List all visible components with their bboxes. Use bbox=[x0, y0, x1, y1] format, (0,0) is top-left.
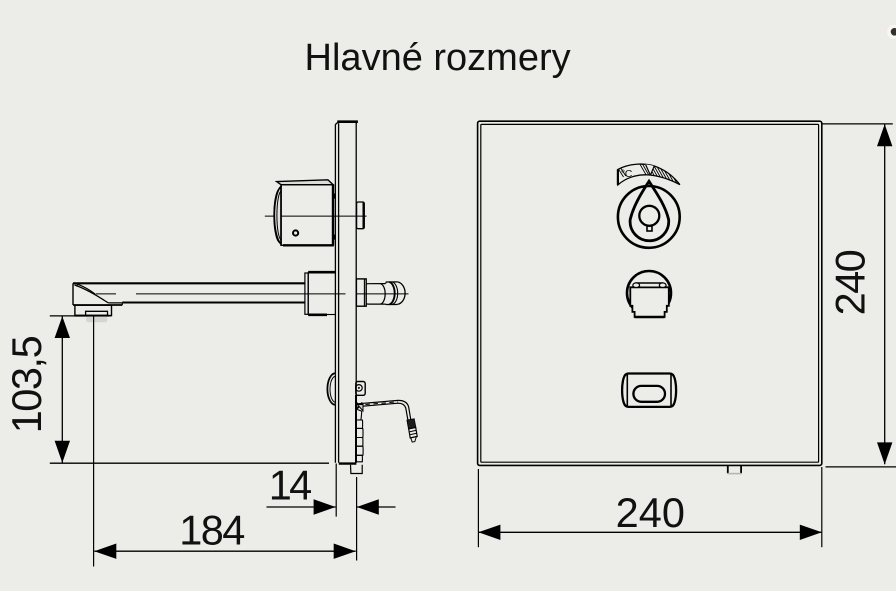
svg-text:103,5: 103,5 bbox=[3, 335, 50, 433]
svg-text:°C: °C bbox=[621, 168, 633, 180]
svg-text:240: 240 bbox=[827, 249, 874, 315]
svg-text:Hlavné rozmery: Hlavné rozmery bbox=[305, 37, 571, 79]
svg-text:184: 184 bbox=[179, 507, 245, 554]
svg-text:14: 14 bbox=[269, 462, 313, 509]
svg-text:240: 240 bbox=[616, 489, 685, 536]
